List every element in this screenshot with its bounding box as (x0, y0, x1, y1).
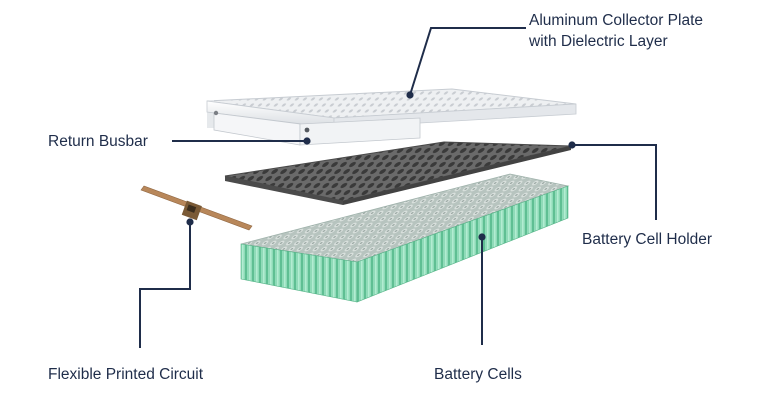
collector-plate (206, 88, 577, 146)
label-collector-plate-line2: with Dielectric Layer (529, 33, 668, 50)
label-battery-cells: Battery Cells (434, 366, 522, 383)
battery-cells-block (240, 173, 570, 303)
label-return-busbar: Return Busbar (48, 133, 148, 150)
dot-collector-plate (406, 91, 414, 99)
label-collector-plate-line1: Aluminum Collector Plate (529, 12, 704, 29)
callout-dots (186, 91, 576, 241)
dot-flexible-circuit (186, 218, 194, 226)
dot-battery-cells (478, 233, 486, 241)
label-cell-holder: Battery Cell Holder (582, 231, 713, 248)
callout-flexible-circuit (139, 222, 191, 348)
flexible-circuit (140, 185, 253, 231)
dot-cell-holder (568, 141, 576, 149)
label-collector-plate: Aluminum Collector Plate with Dielectric… (529, 10, 703, 52)
callout-cell-holder (572, 144, 657, 220)
callout-lines (139, 27, 657, 348)
label-flexible-circuit: Flexible Printed Circuit (48, 366, 204, 383)
dot-return-busbar (303, 137, 311, 145)
callout-collector-plate (409, 27, 526, 96)
